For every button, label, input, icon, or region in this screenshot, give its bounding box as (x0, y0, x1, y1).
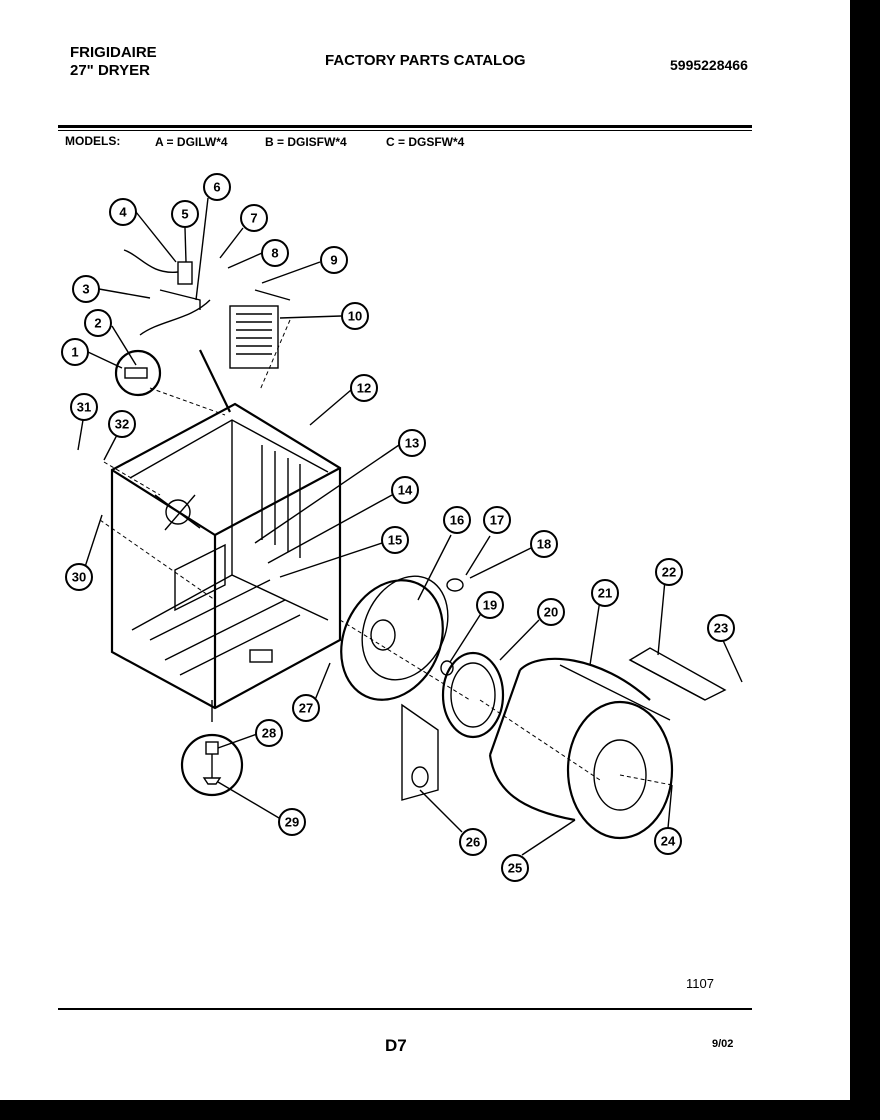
callout-13: 13 (398, 429, 426, 457)
callout-28: 28 (255, 719, 283, 747)
callout-label: 4 (119, 205, 127, 220)
callout-label: 6 (213, 180, 220, 195)
callout-label: 21 (598, 586, 612, 601)
callout-label: 26 (466, 835, 480, 850)
callout-label: 31 (77, 400, 91, 415)
callout-24: 24 (654, 827, 682, 855)
footer-rule (58, 1008, 752, 1010)
header-rule-thin (58, 130, 752, 131)
callout-17: 17 (483, 506, 511, 534)
drum-baffle-drawing (628, 647, 727, 701)
callout-18: 18 (530, 530, 558, 558)
callout-label: 10 (348, 309, 362, 324)
reference-code: 1107 (686, 976, 714, 991)
callout-14: 14 (391, 476, 419, 504)
leveling-leg-drawing (180, 733, 244, 797)
callout-6: 6 (203, 173, 231, 201)
callout-label: 30 (72, 570, 86, 585)
drum-drawing (488, 657, 674, 840)
callout-label: 5 (181, 207, 188, 222)
callout-label: 8 (271, 246, 278, 261)
callout-label: 24 (661, 834, 676, 849)
callout-26: 26 (459, 828, 487, 856)
callout-label: 23 (714, 621, 728, 636)
callout-2: 2 (84, 309, 112, 337)
callout-label: 14 (398, 483, 413, 498)
models-label: MODELS: (65, 134, 121, 148)
callout-16: 16 (443, 506, 471, 534)
cabinet-drawing (110, 349, 342, 722)
callout-22: 22 (655, 558, 683, 586)
callout-23: 23 (707, 614, 735, 642)
callout-29: 29 (278, 808, 306, 836)
callout-19: 19 (476, 591, 504, 619)
product-name: 27" DRYER (70, 62, 150, 79)
front-bulkhead-drawing (340, 575, 464, 701)
header-rule-thick (58, 125, 752, 128)
callout-label: 17 (490, 513, 504, 528)
callout-9: 9 (320, 246, 348, 274)
callout-20: 20 (537, 598, 565, 626)
exploded-parts-diagram: 1 2 3 4 5 6 7 8 9 10 12 13 14 15 16 17 1… (61, 173, 743, 882)
catalog-page: FRIGIDAIRE 27" DRYER FACTORY PARTS CATAL… (0, 0, 850, 1100)
revision-date: 9/02 (712, 1038, 734, 1050)
callout-15: 15 (381, 526, 409, 554)
callout-label: 27 (299, 701, 313, 716)
callout-label: 13 (405, 436, 419, 451)
callout-25: 25 (501, 854, 529, 882)
callout-31: 31 (70, 393, 98, 421)
catalog-part-number: 5995228466 (670, 57, 748, 73)
callout-4: 4 (109, 198, 137, 226)
callout-27: 27 (292, 694, 320, 722)
leader-lines (77, 197, 743, 856)
catalog-title: FACTORY PARTS CATALOG (325, 52, 526, 69)
callout-label: 15 (388, 533, 402, 548)
callout-5: 5 (171, 200, 199, 228)
callout-3: 3 (72, 275, 100, 303)
callout-30: 30 (65, 563, 93, 591)
callout-21: 21 (591, 579, 619, 607)
callout-label: 28 (262, 726, 276, 741)
callout-label: 32 (115, 417, 129, 432)
callout-label: 12 (357, 381, 371, 396)
callout-label: 2 (94, 316, 101, 331)
callout-12: 12 (350, 374, 378, 402)
callout-label: 16 (450, 513, 464, 528)
callout-label: 29 (285, 815, 299, 830)
callout-label: 25 (508, 861, 522, 876)
lint-filter-housing-drawing (401, 703, 439, 801)
model-c: C = DGSFW*4 (386, 135, 465, 149)
drum-seal-drawing (440, 651, 505, 739)
callout-10: 10 (341, 302, 369, 330)
callout-label: 22 (662, 565, 676, 580)
model-b: B = DGISFW*4 (265, 135, 347, 149)
callout-7: 7 (240, 204, 268, 232)
brand-name: FRIGIDAIRE (70, 44, 157, 61)
callout-label: 1 (71, 345, 78, 360)
callout-label: 3 (82, 282, 89, 297)
callout-8: 8 (261, 239, 289, 267)
control-parts-drawing (114, 249, 291, 397)
callout-32: 32 (108, 410, 136, 438)
model-a: A = DGILW*4 (155, 135, 228, 149)
callout-label: 20 (544, 605, 558, 620)
callout-label: 7 (250, 211, 257, 226)
callout-label: 9 (330, 253, 337, 268)
page-identifier: D7 (385, 1036, 407, 1055)
callout-1: 1 (61, 338, 89, 366)
callout-label: 19 (483, 598, 497, 613)
callout-label: 18 (537, 537, 551, 552)
